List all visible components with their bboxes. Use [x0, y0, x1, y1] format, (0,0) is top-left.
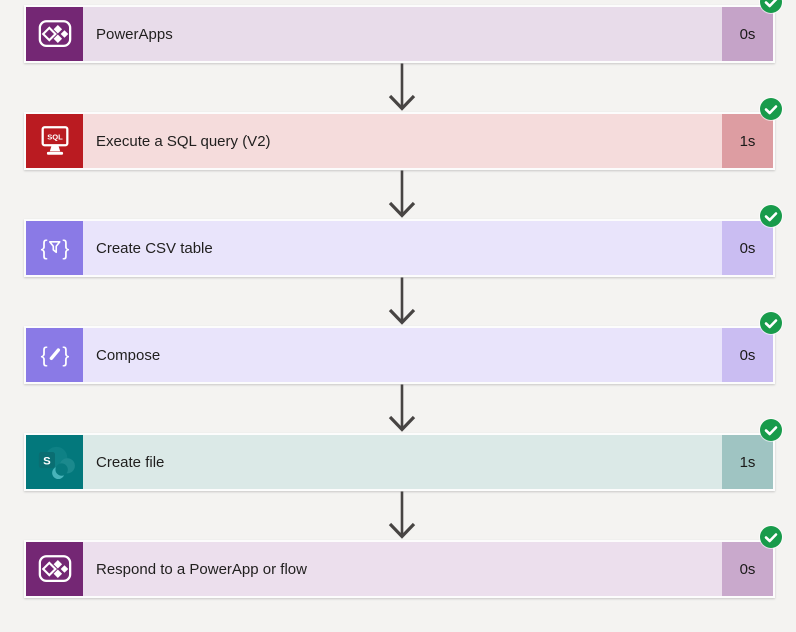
- sharepoint-icon-label: S: [43, 456, 51, 468]
- sql-icon: SQL: [26, 114, 83, 168]
- step-duration: 0s: [722, 7, 773, 61]
- csv-table-icon: { }: [26, 221, 83, 275]
- csv-table-icon-glyph: { }: [40, 237, 69, 260]
- step-duration: 0s: [722, 328, 773, 382]
- status-badge: [760, 526, 782, 548]
- step-duration: 0s: [722, 542, 773, 596]
- flow-arrow: [388, 384, 416, 432]
- powerapps-icon-glyph: [38, 555, 71, 582]
- sharepoint-icon-glyph: S: [38, 446, 75, 480]
- step-title: Compose: [96, 346, 161, 364]
- step-title: Create file: [96, 453, 165, 471]
- flow-arrow: [388, 63, 416, 111]
- status-badge: [760, 0, 782, 13]
- check-icon: [764, 0, 778, 8]
- flow-step-respond-powerapp[interactable]: Respond to a PowerApp or flow 0s: [24, 526, 782, 598]
- flow-arrow: [388, 170, 416, 218]
- compose-icon-glyph: { }: [40, 344, 69, 367]
- step-title: Execute a SQL query (V2): [96, 132, 271, 150]
- step-duration: 0s: [722, 221, 773, 275]
- brace-open: {: [40, 344, 47, 367]
- brace-open: {: [40, 237, 47, 260]
- brace-close: }: [62, 344, 69, 367]
- check-icon: [764, 105, 778, 115]
- sql-icon-glyph: SQL: [41, 126, 68, 155]
- flow-step-sql-query[interactable]: SQL Execute a SQL query (V2) 1s: [24, 98, 782, 170]
- compose-icon: { }: [26, 328, 83, 382]
- powerapps-icon: [26, 542, 83, 596]
- step-title: Respond to a PowerApp or flow: [96, 560, 307, 578]
- powerapps-icon: [26, 7, 83, 61]
- sharepoint-icon: S: [26, 435, 83, 489]
- step-duration: 1s: [722, 435, 773, 489]
- status-badge: [760, 205, 782, 227]
- flow-step-create-file[interactable]: S Create file 1s: [24, 419, 782, 491]
- step-title: Create CSV table: [96, 239, 213, 257]
- status-badge: [760, 98, 782, 120]
- check-icon: [764, 426, 778, 436]
- sql-icon-label: SQL: [47, 133, 63, 142]
- check-icon: [764, 319, 778, 329]
- flow-step-create-csv-table[interactable]: { } Create CSV table 0s: [24, 205, 782, 277]
- brace-close: }: [62, 237, 69, 260]
- check-icon: [764, 212, 778, 222]
- flow-step-compose[interactable]: { } Compose 0s: [24, 312, 782, 384]
- step-duration: 1s: [722, 114, 773, 168]
- flow-arrow: [388, 491, 416, 539]
- status-badge: [760, 419, 782, 441]
- status-badge: [760, 312, 782, 334]
- powerapps-icon-glyph: [38, 20, 71, 47]
- flow-step-powerapps[interactable]: PowerApps 0s: [24, 0, 782, 63]
- flow-arrow: [388, 277, 416, 325]
- step-title: PowerApps: [96, 25, 173, 43]
- check-icon: [764, 533, 778, 543]
